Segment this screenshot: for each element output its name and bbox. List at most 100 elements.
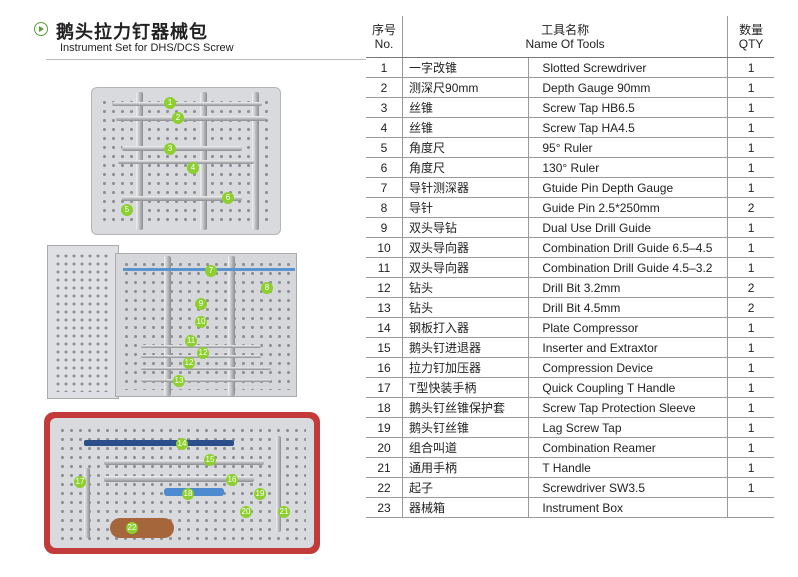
cell-name-en: Combination Drill Guide 4.5–3.2 [528,257,729,278]
header-name: 工具名称 Name Of Tools [402,16,729,58]
cell-name-cn: 角度尺 [402,137,530,158]
quick-coupling-handle [84,468,90,538]
instrument [141,345,261,348]
cell-name-en: 130° Ruler [528,157,729,178]
cell-name-en: Drill Bit 3.2mm [528,277,729,298]
cell-no: 9 [366,217,404,238]
table-header-row: 序号 No. 工具名称 Name Of Tools 数量 QTY [366,16,774,58]
instrument [116,116,266,121]
cell-name-cn: 器械箱 [402,497,530,518]
cell-name-en: Combination Reamer [528,437,729,458]
cell-no: 15 [366,337,404,358]
cell-qty: 2 [727,197,774,218]
play-circle-icon [34,22,48,36]
header-no: 序号 No. [366,16,404,58]
cell-name-en: Depth Gauge 90mm [528,77,729,98]
cell-name-en: Plate Compressor [528,317,729,338]
t-handle [276,436,281,532]
page-title-en: Instrument Set for DHS/DCS Screw [60,42,234,54]
instrument [122,146,242,151]
cell-name-en: Compression Device [528,357,729,378]
cell-name-en: Quick Coupling T Handle [528,377,729,398]
item-label: 18 [182,488,194,500]
header-name-cn: 工具名称 [541,22,590,37]
item-label: 10 [195,316,207,328]
header-qty-cn: 数量 [739,22,764,37]
item-label: 11 [185,335,197,347]
cell-name-en: 95° Ruler [528,137,729,158]
item-label: 14 [176,438,188,450]
item-label: 5 [121,204,133,216]
cell-no: 1 [366,57,404,78]
cell-no: 17 [366,377,404,398]
item-label: 4 [187,162,199,174]
tray-1-bracket [252,92,259,230]
cell-name-cn: 一字改锥 [402,57,530,78]
header-name-en: Name Of Tools [525,36,605,51]
cell-name-cn: 导针 [402,197,530,218]
cell-qty [727,497,774,518]
item-label: 3 [164,143,176,155]
cell-no: 4 [366,117,404,138]
plate-compressor [84,440,234,446]
cell-qty: 1 [727,57,774,78]
cell-name-cn: 通用手柄 [402,457,530,478]
item-label: 21 [278,506,290,518]
cell-name-en: Screw Tap Protection Sleeve [528,397,729,418]
item-label: 2 [172,112,184,124]
cell-no: 11 [366,257,404,278]
item-label: 20 [240,506,252,518]
item-label: 15 [204,454,216,466]
screwdriver-handle [110,518,174,538]
cell-qty: 1 [727,117,774,138]
cell-name-en: Inserter and Extraxtor [528,337,729,358]
cell-qty: 1 [727,77,774,98]
header-qty: 数量 QTY [727,16,774,58]
cell-name-cn: 钢板打入器 [402,317,530,338]
cell-qty: 1 [727,417,774,438]
cell-name-cn: 双头导向器 [402,257,530,278]
cell-qty: 2 [727,297,774,318]
cell-name-cn: 鹅头钉丝锥 [402,417,530,438]
cell-qty: 1 [727,97,774,118]
cell-qty: 1 [727,237,774,258]
cell-name-cn: T型快装手柄 [402,377,530,398]
cell-name-cn: 测深尺90mm [402,77,530,98]
tray-2-photo: 7 8 9 10 11 12 12 13 [45,243,299,401]
cell-no: 16 [366,357,404,378]
tray-2-bracket [164,256,171,396]
cell-name-en: Screwdriver SW3.5 [528,477,729,498]
item-label: 19 [254,488,266,500]
tray-1-photo: 1 2 3 4 5 6 [91,87,281,235]
item-label: 12 [197,347,209,359]
cell-name-cn: 组合叫道 [402,437,530,458]
cell-no: 22 [366,477,404,498]
cell-name-cn: 鹅头钉进退器 [402,337,530,358]
cell-qty: 2 [727,277,774,298]
cell-qty: 1 [727,377,774,398]
cell-no: 19 [366,417,404,438]
cell-no: 5 [366,137,404,158]
item-label: 1 [164,97,176,109]
cell-name-en: T Handle [528,457,729,478]
cell-qty: 1 [727,157,774,178]
instrument [141,367,271,370]
instrument [104,460,264,465]
cell-qty: 1 [727,137,774,158]
item-label: 12 [183,357,195,369]
cell-qty: 1 [727,317,774,338]
